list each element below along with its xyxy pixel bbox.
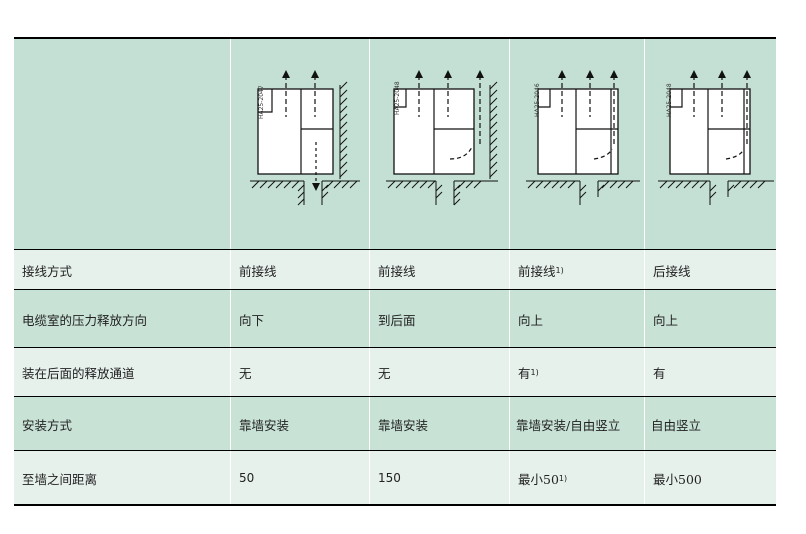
- cell-text: 自由竖立: [651, 417, 702, 433]
- diagram-code: HA25-2048: [394, 81, 401, 115]
- top-rule: [14, 37, 776, 39]
- switchgear-diagram-3: HA25-2046: [520, 67, 644, 227]
- switchgear-diagram-1: HA25-2047: [242, 67, 370, 227]
- cell-text: 最小500: [653, 471, 702, 487]
- cell-text: 前接线: [239, 263, 277, 279]
- table-row: 电缆室的压力释放方向 向下 到后面 向上 向上: [14, 290, 776, 348]
- cell-text: 到后面: [378, 312, 416, 328]
- switchgear-diagram-2: HA25-2048: [380, 67, 508, 227]
- cell-text: 有: [518, 366, 531, 381]
- cell-text: 前接线: [378, 263, 416, 279]
- diagram-code: HA25-2046: [534, 83, 541, 117]
- row-label: 安装方式: [22, 417, 73, 433]
- cell-text: 无: [378, 366, 391, 381]
- footnote-mark: 1): [530, 368, 539, 377]
- header-row: HA25-2047: [14, 39, 776, 250]
- cell-text: 向上: [653, 312, 679, 328]
- divider: [14, 396, 776, 397]
- comparison-table: HA25-2047: [14, 37, 776, 506]
- cell-text: 靠墙安装/自由竖立: [516, 417, 621, 433]
- table-row: 安装方式 靠墙安装 靠墙安装 靠墙安装/自由竖立 自由竖立: [14, 397, 776, 451]
- cell-text: 靠墙安装: [378, 417, 429, 433]
- switchgear-diagram-4: HA25-2048: [654, 67, 778, 227]
- divider: [14, 450, 776, 451]
- divider: [14, 249, 776, 250]
- cell-text: 前接线: [518, 263, 556, 279]
- diagram-code: HA25-2048: [666, 83, 673, 117]
- row-label: 接线方式: [22, 263, 73, 279]
- footnote-mark: 1): [558, 473, 568, 483]
- row-label: 装在后面的释放通道: [22, 366, 135, 381]
- cell-text: 最小50: [518, 471, 559, 487]
- footnote-mark: 1): [555, 265, 564, 275]
- cell-text: 无: [239, 366, 252, 381]
- diagram-code: HA25-2047: [258, 85, 265, 119]
- cell-text: 靠墙安装: [239, 417, 290, 433]
- cell-text: 有: [653, 366, 666, 381]
- cell-text: 向上: [518, 312, 544, 328]
- cell-text: 后接线: [653, 263, 691, 279]
- cell-text: 向下: [239, 312, 265, 328]
- divider: [14, 289, 776, 290]
- row-label: 至墙之间距离: [22, 471, 98, 487]
- row-label: 电缆室的压力释放方向: [22, 312, 148, 328]
- cell-text: 150: [378, 471, 401, 485]
- divider: [14, 347, 776, 348]
- bottom-rule: [14, 504, 776, 506]
- cell-text: 50: [239, 471, 255, 485]
